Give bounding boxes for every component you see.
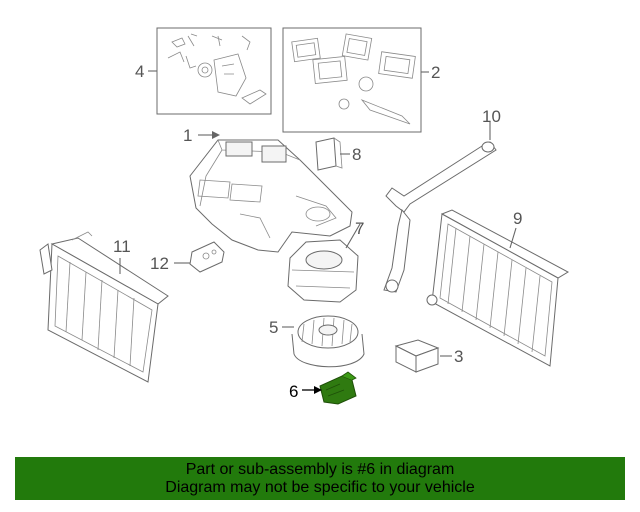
callout-4: 4 — [135, 62, 144, 81]
part-10-refrigerant-pipe[interactable] — [383, 141, 497, 293]
parts-diagram: 4 2 1 — [39, 27, 570, 405]
banner-line-2: Diagram may not be specific to your vehi… — [165, 478, 475, 496]
part-1-hvac-housing[interactable] — [189, 139, 353, 253]
part-9-heater-core[interactable] — [426, 209, 570, 367]
part-3-cabin-filter[interactable] — [394, 339, 440, 373]
part-8-control-module[interactable] — [315, 137, 343, 171]
callout-1: 1 — [183, 126, 192, 145]
part-2-seal-kit[interactable] — [282, 27, 422, 133]
part-5-blower-motor[interactable] — [291, 315, 365, 368]
callout-6: 6 — [289, 382, 298, 401]
part-7-blower-housing[interactable] — [287, 239, 359, 303]
callout-11: 11 — [113, 237, 131, 256]
callout-3: 3 — [454, 347, 463, 366]
part-12-expansion-valve[interactable] — [189, 241, 225, 273]
info-banner: Part or sub-assembly is #6 in diagram Di… — [15, 457, 625, 500]
part-11-evaporator[interactable] — [39, 231, 169, 383]
part-6-blower-resistor[interactable] — [319, 371, 357, 405]
callout-2: 2 — [431, 63, 440, 82]
callout-9: 9 — [513, 209, 522, 228]
callout-5: 5 — [269, 318, 278, 337]
banner-line-1: Part or sub-assembly is #6 in diagram — [185, 460, 455, 478]
part-4-hardware-kit[interactable] — [156, 27, 272, 115]
callout-8: 8 — [352, 145, 361, 164]
callout-12: 12 — [150, 254, 169, 273]
callout-7: 7 — [355, 219, 364, 238]
callout-10: 10 — [482, 107, 501, 126]
